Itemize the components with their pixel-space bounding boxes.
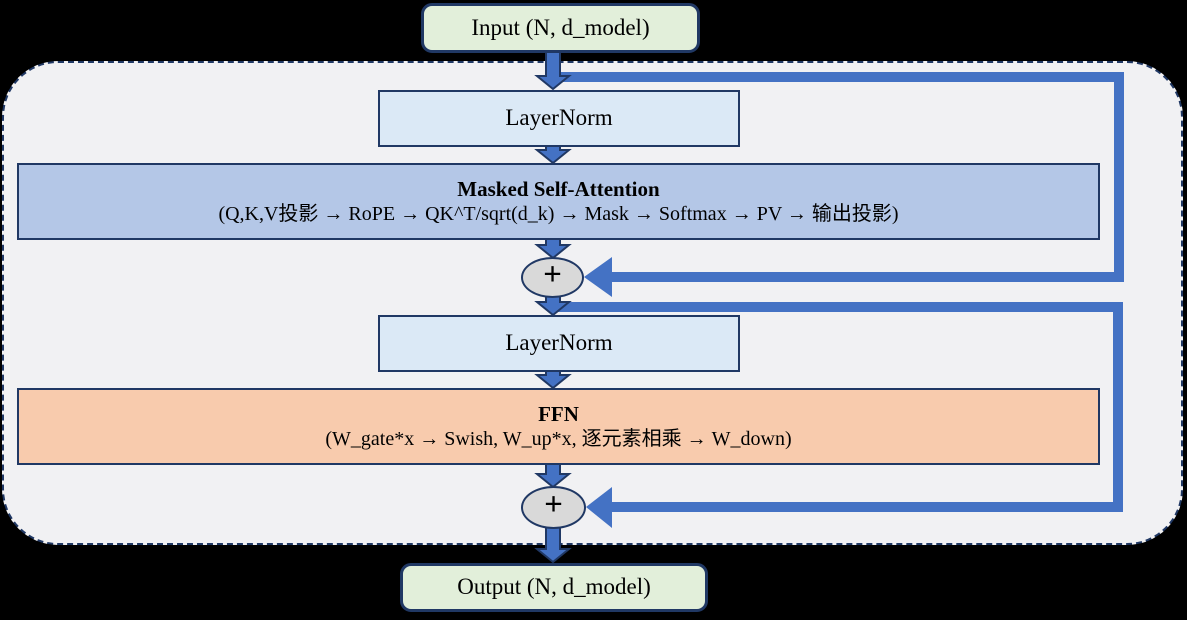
layernorm1-node: LayerNorm [378,90,740,147]
ffn-detail: (W_gate*x → Swish, W_up*x, 逐元素相乘 → W_dow… [325,428,792,451]
residual-add1-node: + [521,257,584,298]
masked-self-attention-node: Masked Self-Attention (Q,K,V投影 → RoPE → … [17,163,1100,240]
layernorm1-label: LayerNorm [505,105,613,131]
input-node: Input (N, d_model) [421,3,700,53]
attention-detail: (Q,K,V投影 → RoPE → QK^T/sqrt(d_k) → Mask … [218,203,899,226]
output-node: Output (N, d_model) [400,563,708,612]
ffn-title: FFN [538,401,579,426]
ffn-node: FFN (W_gate*x → Swish, W_up*x, 逐元素相乘 → W… [17,388,1100,465]
add2-plus-icon: + [544,487,563,524]
attention-title: Masked Self-Attention [457,176,660,201]
layernorm2-label: LayerNorm [505,330,613,356]
residual-add2-node: + [521,486,586,529]
input-label: Input (N, d_model) [471,14,650,40]
layernorm2-node: LayerNorm [378,315,740,372]
output-label: Output (N, d_model) [457,574,651,600]
add1-plus-icon: + [543,257,562,294]
